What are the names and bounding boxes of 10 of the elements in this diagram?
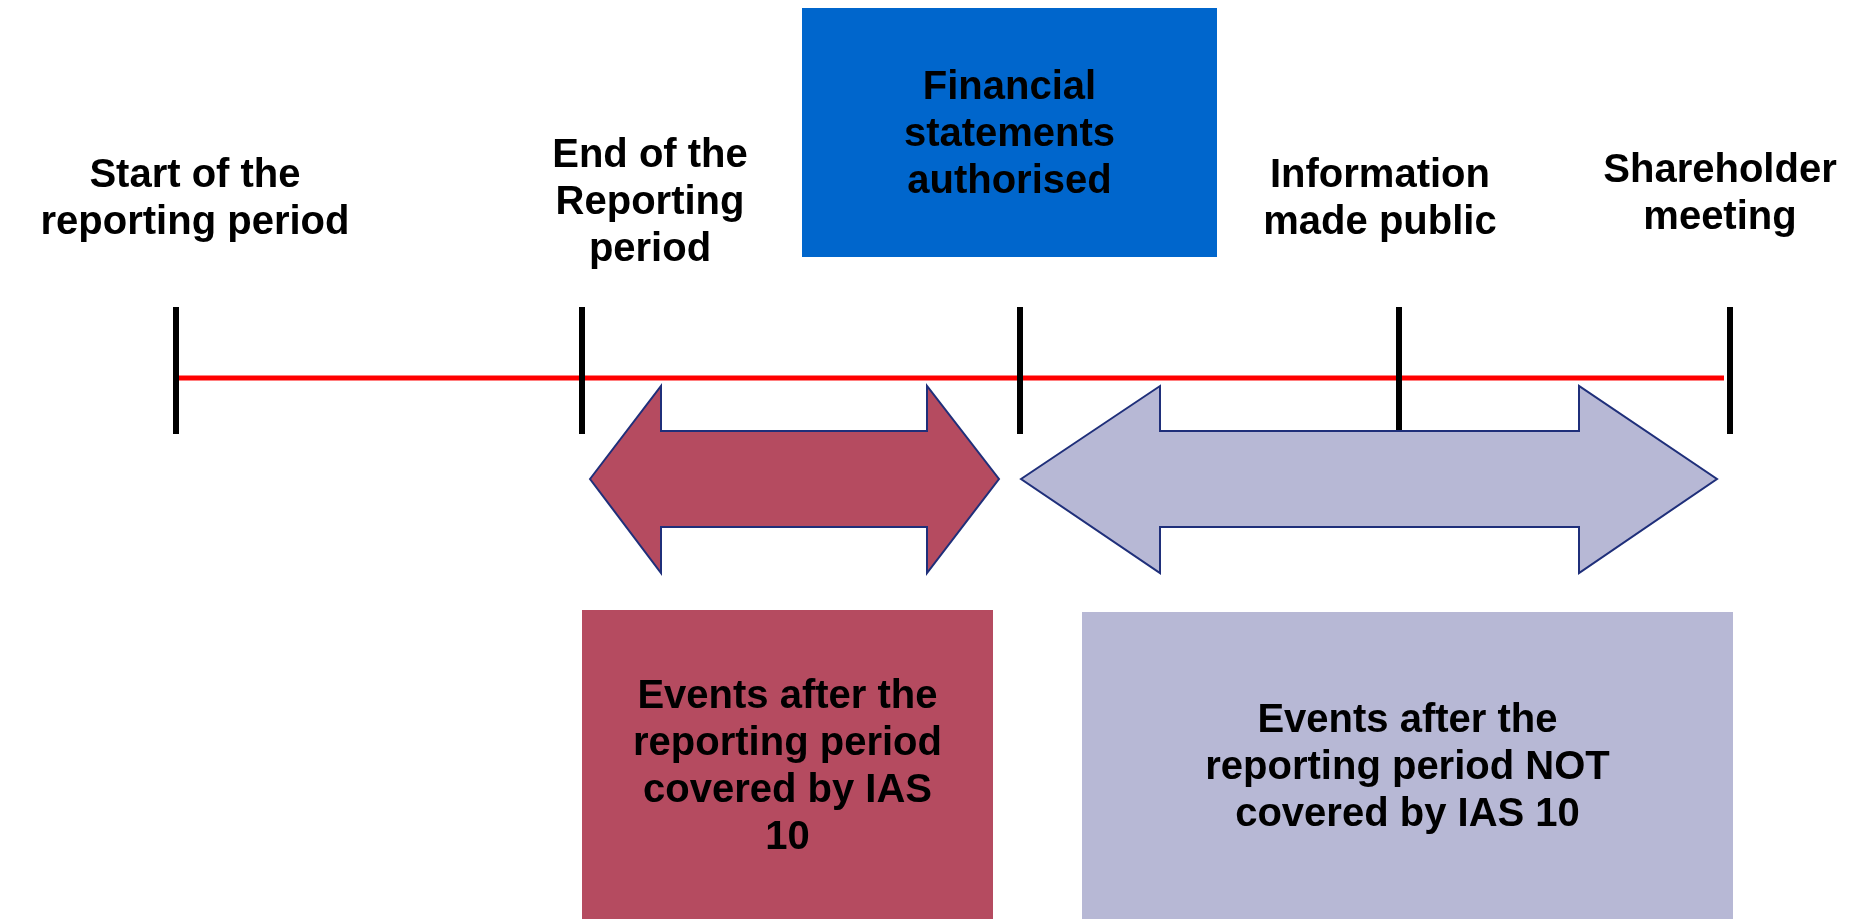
box-text: Events after the reporting period covered by IAS 10 (632, 670, 943, 859)
event-box (802, 8, 1217, 257)
timeline-label: Information made public (1262, 150, 1498, 244)
box-text: Financial statements authorised (902, 62, 1117, 203)
timeline-label: End of the Reporting period (551, 130, 749, 271)
timeline-label: Start of the reporting period (39, 150, 351, 244)
box-text: Events after the reporting period NOT covered by IAS 10 (1204, 695, 1611, 836)
period-box (1082, 612, 1733, 919)
timeline-label: Shareholder meeting (1602, 145, 1838, 239)
period-box (582, 610, 993, 919)
